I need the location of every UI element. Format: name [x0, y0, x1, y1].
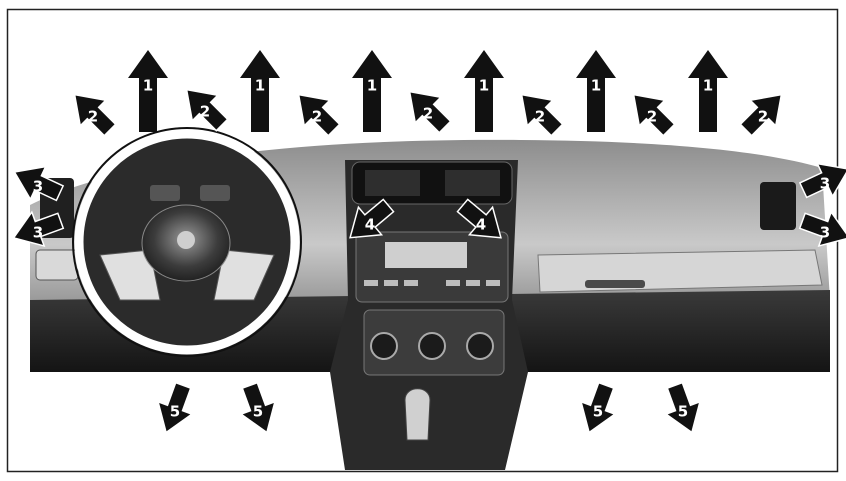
center-vent-left: [365, 170, 420, 196]
wheel-spoke-right: [213, 249, 275, 301]
steering-wheel: [72, 127, 302, 357]
arrow-number-label: 5: [170, 403, 180, 421]
steering-rim: [74, 129, 300, 355]
vent-arrow-3-1: 3: [13, 165, 65, 202]
vent-arrow-2-3: 2: [297, 93, 341, 137]
arrow-shape: [349, 198, 395, 239]
vent-arrow-5-1: 5: [156, 381, 194, 434]
arrow-number-label: 4: [476, 216, 486, 234]
arrow-shape: [456, 198, 502, 239]
arrow-number-label: 1: [479, 77, 489, 95]
arrow-shape: [576, 50, 616, 132]
arrow-shape: [128, 50, 168, 132]
arrow-shape: [464, 50, 504, 132]
center-vent-right: [445, 170, 500, 196]
glovebox: [537, 249, 823, 293]
vent-arrow-1-2: 1: [240, 50, 280, 132]
arrow-shape: [185, 88, 229, 132]
glovebox-handle: [585, 280, 645, 288]
arrow-shape: [73, 93, 117, 137]
arrow-number-label: 2: [647, 108, 657, 126]
arrow-shape: [297, 93, 341, 137]
arrow-number-label: 3: [33, 178, 43, 196]
vent-arrow-1-3: 1: [352, 50, 392, 132]
arrow-shape: [798, 162, 846, 199]
wheel-spoke-left: [99, 249, 161, 301]
arrow-number-label: 2: [200, 103, 210, 121]
arrow-shape: [156, 381, 194, 434]
arrow-shape: [739, 93, 783, 137]
radio-buttons: [364, 280, 500, 286]
arrow-shape: [240, 50, 280, 132]
vent-arrow-2-6: 2: [632, 93, 676, 137]
airflow-arrows: 1 1 1 1 1 1 2 2 2 2 2 2 2 3 3 3 3 4 4 5 5 5 5: [12, 50, 846, 434]
gear-shifter: [404, 388, 431, 441]
vent-arrow-3-4: 3: [798, 210, 846, 248]
vent-arrow-2-2: 2: [185, 88, 229, 132]
arrow-shape: [688, 50, 728, 132]
arrow-number-label: 4: [365, 216, 375, 234]
arrow-number-label: 2: [535, 108, 545, 126]
vent-arrow-1-4: 1: [464, 50, 504, 132]
arrow-shape: [579, 381, 617, 434]
vent-arrow-2-1: 2: [73, 93, 117, 137]
vent-arrow-1-5: 1: [576, 50, 616, 132]
climate-knob-right: [466, 332, 494, 360]
climate-knob-left: [370, 332, 398, 360]
left-switch-panel: [35, 249, 79, 281]
arrow-shape: [632, 93, 676, 137]
vent-arrow-1-1: 1: [128, 50, 168, 132]
arrow-number-label: 5: [253, 403, 263, 421]
arrow-number-label: 5: [678, 403, 688, 421]
arrow-number-label: 2: [423, 105, 433, 123]
arrow-shape: [798, 210, 846, 248]
arrow-number-label: 3: [820, 175, 830, 193]
arrow-number-label: 2: [312, 108, 322, 126]
arrow-number-label: 1: [367, 77, 377, 95]
gauge-right: [200, 185, 230, 201]
vent-arrow-5-2: 5: [239, 381, 277, 434]
arrow-shape: [12, 210, 65, 248]
vent-arrow-1-6: 1: [688, 50, 728, 132]
arrow-number-label: 1: [143, 77, 153, 95]
arrow-shape: [13, 165, 65, 202]
right-side-vent: [760, 182, 796, 230]
radio-display: [385, 242, 467, 268]
vent-arrow-4-2: 4: [456, 198, 502, 239]
arrow-number-label: 1: [703, 77, 713, 95]
arrow-number-label: 2: [758, 108, 768, 126]
arrow-shape: [408, 90, 452, 134]
arrow-number-label: 3: [33, 224, 43, 242]
vent-arrow-2-5: 2: [520, 93, 564, 137]
vent-arrow-3-2: 3: [12, 210, 65, 248]
vent-arrow-2-7: 2: [739, 93, 783, 137]
vent-arrow-5-3: 5: [579, 381, 617, 434]
climate-knob-center: [418, 332, 446, 360]
vent-arrow-3-3: 3: [798, 162, 846, 199]
arrow-shape: [520, 93, 564, 137]
arrow-shape: [239, 381, 277, 434]
arrow-shape: [664, 381, 702, 434]
center-console: [330, 160, 528, 470]
arrow-number-label: 1: [591, 77, 601, 95]
arrow-number-label: 5: [593, 403, 603, 421]
arrow-shape: [352, 50, 392, 132]
gauge-left: [150, 185, 180, 201]
arrow-number-label: 2: [88, 108, 98, 126]
vent-arrow-2-4: 2: [408, 90, 452, 134]
vent-arrow-5-4: 5: [664, 381, 702, 434]
vent-arrow-4-1: 4: [349, 198, 395, 239]
arrow-number-label: 3: [820, 224, 830, 242]
brand-emblem: [177, 231, 195, 249]
arrow-number-label: 1: [255, 77, 265, 95]
